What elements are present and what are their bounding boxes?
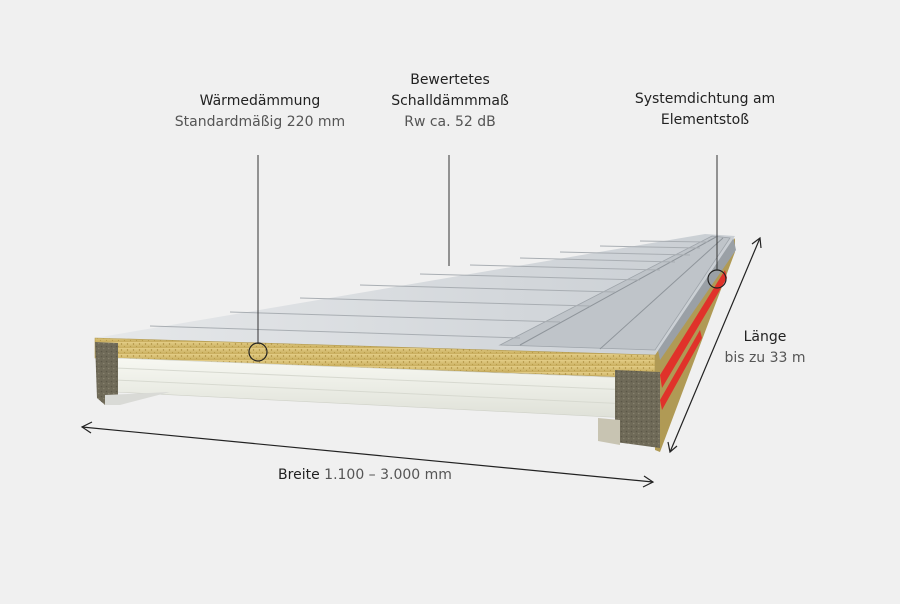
seam-line [469,264,661,271]
callout-schalldaemmmass: Bewertetes Schalldämmmaß Rw ca. 52 dB [360,70,540,133]
end-block-left-bottom [105,392,170,405]
rail-line [599,237,724,350]
end-block-left [95,342,118,405]
callout-value: Rw ca. 52 dB [404,114,496,130]
end-block-right-cap [598,418,620,445]
side-seal [660,270,727,388]
arrow-breite [80,421,655,488]
marker-waermedaemmung [248,342,268,362]
callout-title-line2: Elementstoß [660,112,750,128]
dimension-breite: Breite 1.100 – 3.000 mm [250,465,480,486]
arrow-laenge [667,236,762,454]
seam-line [149,325,521,339]
seam-line [559,251,691,256]
side-seal-lower [660,330,702,410]
dimension-title: Länge [743,329,787,345]
panel-seams [149,240,709,339]
side-steel-face [657,236,736,360]
callout-title-line2: Schalldämmmaß [391,93,509,109]
seam-line [599,245,701,249]
seam-line [359,284,616,293]
seam-line [519,257,676,263]
seam-line [419,273,641,281]
end-block-right [615,370,660,448]
callout-value: Standardmäßig 220 mm [174,114,346,130]
seam-line [229,311,561,323]
callout-title-line1: Bewertetes [410,72,490,88]
dimension-title: Breite [278,467,320,483]
dimension-value: 1.100 – 3.000 mm [324,467,452,483]
dimension-value: bis zu 33 m [724,350,806,366]
dimension-laenge: Länge bis zu 33 m [705,327,825,369]
seam-line [639,240,709,243]
seam-line [299,297,591,307]
marker-systemdichtung [707,269,727,289]
callout-waermedaemmung: Wärmedämmung Standardmäßig 220 mm [160,91,360,133]
callout-systemdichtung: Systemdichtung am Elementstoß [620,89,790,131]
callout-title-line1: Systemdichtung am [634,91,776,107]
callout-title: Wärmedämmung [199,93,321,109]
